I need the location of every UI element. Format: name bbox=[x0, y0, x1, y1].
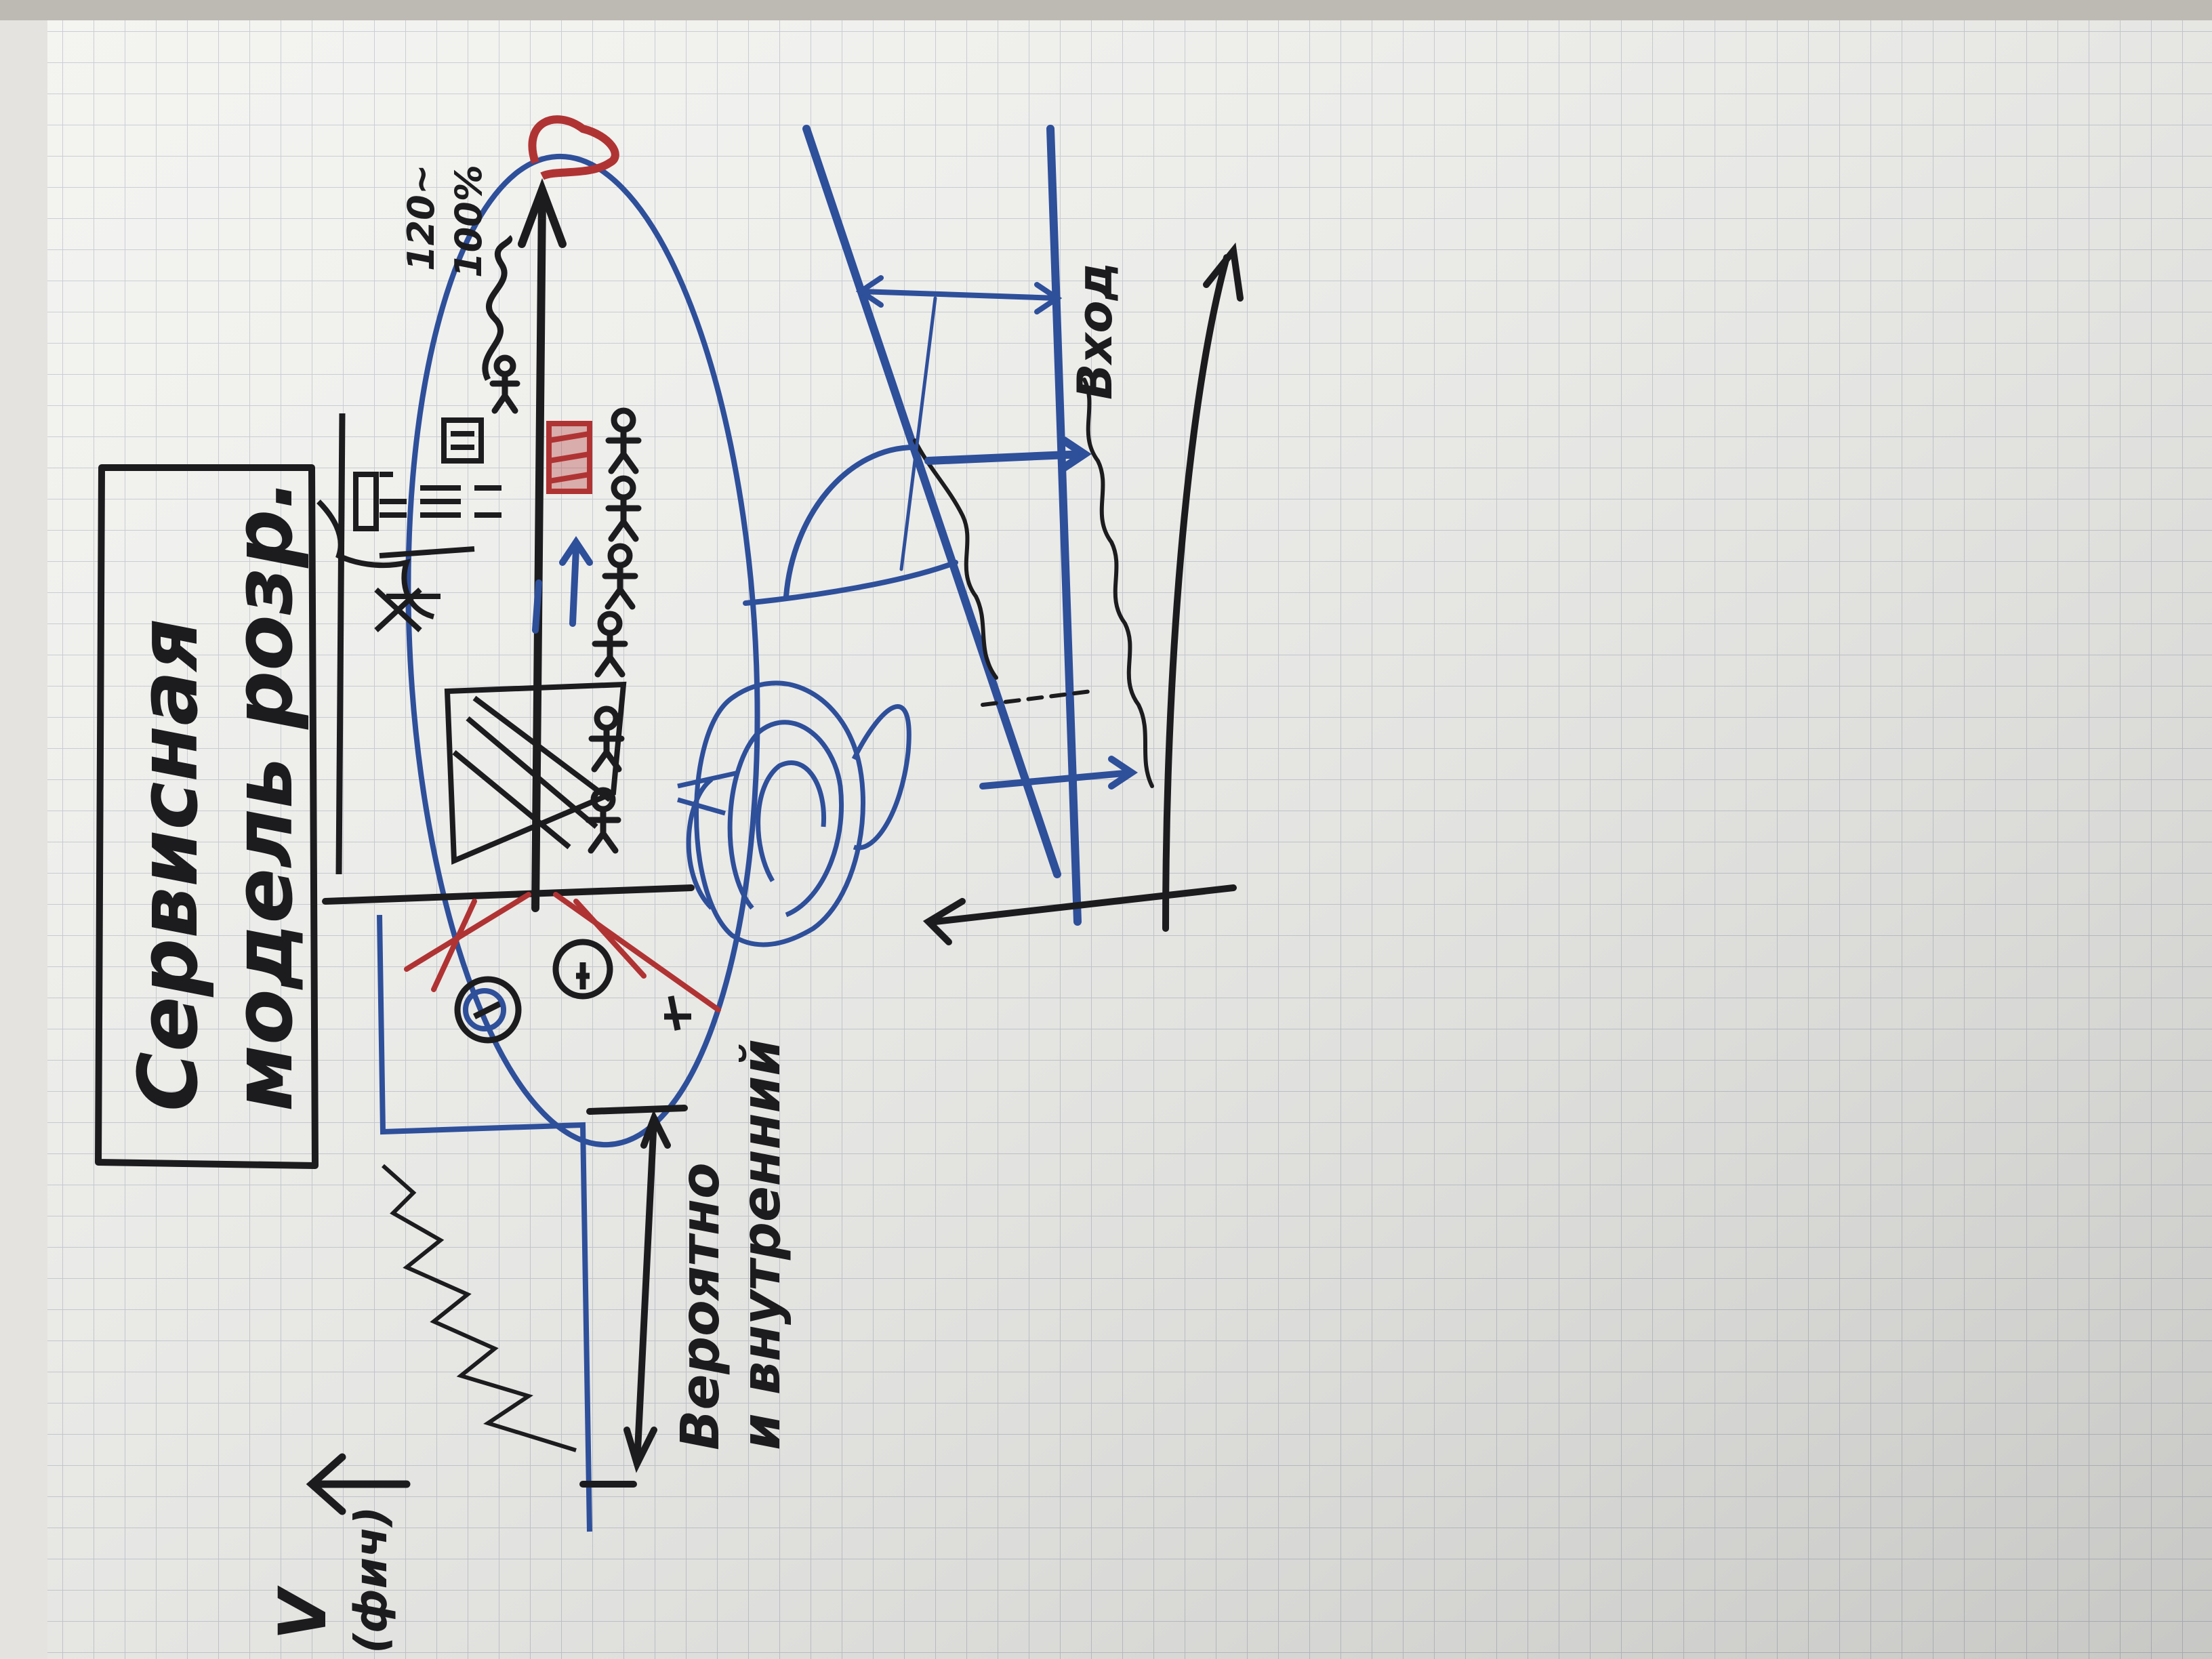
probability-text: Вероятно и внутренний bbox=[670, 1039, 792, 1450]
corridor-diagram bbox=[743, 125, 1244, 945]
left-vertical-bar bbox=[335, 413, 346, 875]
bottom-axis bbox=[932, 884, 1237, 925]
red-target-blob bbox=[528, 115, 619, 180]
corridor-left-line bbox=[802, 125, 1061, 878]
hatched-block bbox=[444, 681, 627, 865]
people-figures bbox=[489, 354, 642, 854]
curly-brace bbox=[316, 499, 435, 619]
zigzag-line bbox=[382, 1164, 577, 1452]
percent-label: 120~ 100% bbox=[400, 164, 490, 278]
v-axis-label: V (фич) bbox=[265, 1507, 397, 1654]
main-black-axis bbox=[518, 178, 567, 912]
width-arrow-top bbox=[855, 275, 1063, 314]
wavy-edge-right bbox=[1082, 377, 1154, 788]
wavy-edge-left bbox=[913, 438, 998, 680]
percent-line2: 100% bbox=[447, 165, 490, 278]
title-line1: Сервисная bbox=[122, 619, 216, 1111]
ellipse-base-line bbox=[322, 884, 695, 905]
grid-paper bbox=[47, 20, 2212, 1659]
blue-vertical-line bbox=[377, 914, 592, 1532]
width-arrow-low bbox=[979, 756, 1139, 790]
v-axis-arrow bbox=[306, 1453, 411, 1515]
probability-line1: Вероятно bbox=[670, 1162, 731, 1450]
blue-up-arrows bbox=[532, 535, 593, 634]
inflow-label: Вход bbox=[1067, 262, 1123, 400]
probability-line2: и внутренний bbox=[731, 1039, 792, 1450]
v-axis-unit: (фич) bbox=[345, 1507, 397, 1654]
corridor-right-line bbox=[1046, 125, 1082, 926]
blue-scribble-cluster bbox=[677, 680, 912, 947]
width-arrow-mid bbox=[924, 436, 1092, 472]
red-hatched-square bbox=[546, 421, 592, 494]
title-box bbox=[95, 464, 319, 1169]
notebook-top-edge bbox=[0, 0, 2212, 20]
inflow-text: Вход bbox=[1067, 262, 1123, 400]
curve-left bbox=[783, 445, 918, 599]
curve-mid bbox=[743, 560, 958, 606]
wiggle-arrow bbox=[482, 234, 513, 382]
input-curve bbox=[1162, 242, 1244, 932]
title-line2: модель розр. bbox=[217, 478, 311, 1111]
probability-bracket bbox=[579, 1105, 688, 1488]
circled-items bbox=[454, 939, 691, 1044]
dashed-line-low bbox=[981, 689, 1093, 707]
blue-ellipse bbox=[405, 153, 760, 1148]
feature-bars bbox=[353, 417, 501, 632]
page-curl-left bbox=[0, 0, 54, 1659]
title-text: Сервисная модель розр. bbox=[122, 478, 311, 1111]
v-axis-letter: V bbox=[265, 1585, 341, 1640]
red-cone bbox=[404, 892, 721, 1012]
percent-line1: 120~ bbox=[400, 164, 443, 271]
blue-circle-small bbox=[463, 988, 506, 1031]
